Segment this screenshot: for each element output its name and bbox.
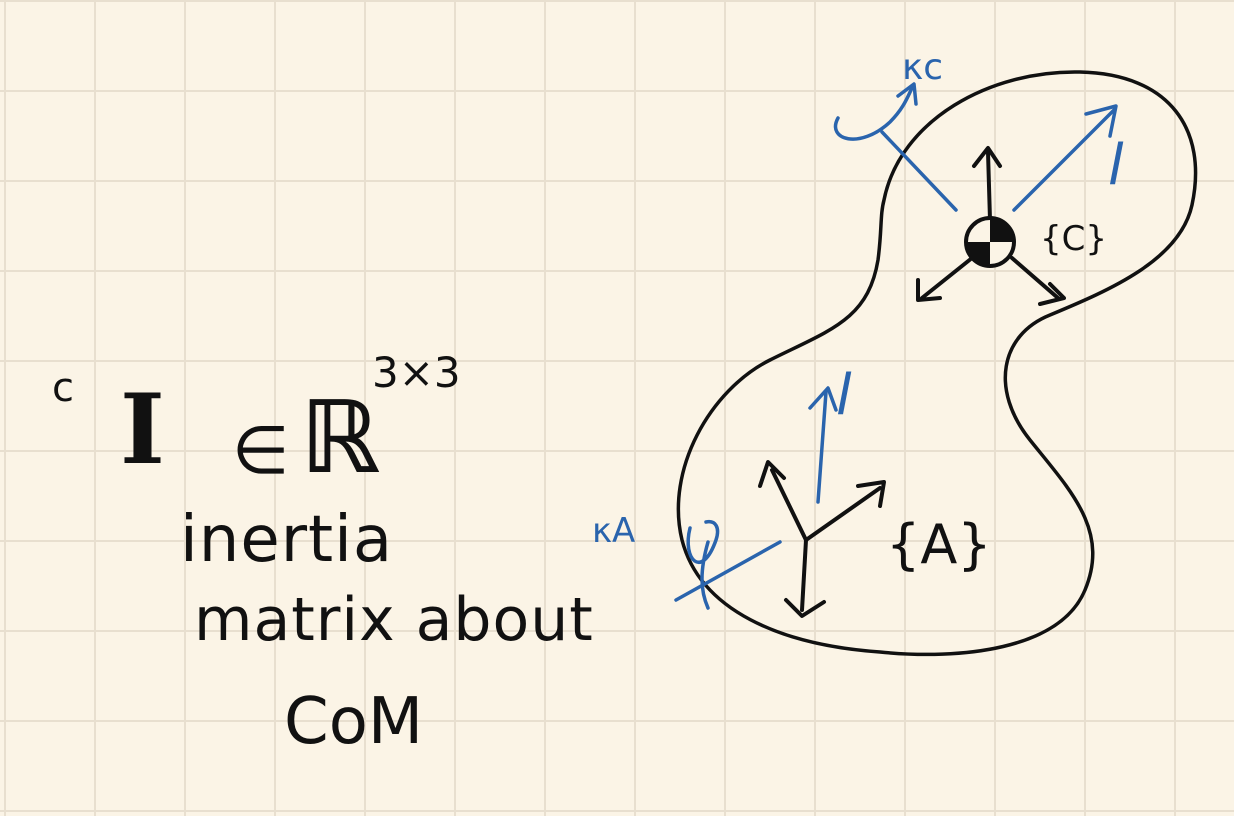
real-numbers-symbol: ℝ [300, 379, 381, 496]
l-bottom-vector [808, 386, 838, 504]
label-frame-c: {C} [1040, 219, 1108, 259]
description-line-1: inertia [180, 503, 394, 577]
matrix-dimension: 3×3 [372, 348, 461, 397]
description-line-2: matrix about [194, 585, 594, 655]
label-kc: κc [902, 47, 944, 88]
ka-axis [674, 519, 782, 610]
rigid-body-outline [676, 70, 1198, 657]
frame-a-axes [758, 460, 886, 618]
label-l-bottom: l [836, 363, 852, 428]
kc-axis [833, 82, 958, 212]
label-ka: κA [592, 511, 636, 551]
l-top-vector [1012, 104, 1118, 212]
label-frame-a: {A} [886, 513, 992, 576]
center-of-mass-icon [964, 216, 1016, 268]
frame-c-axes [916, 146, 1066, 306]
element-of-symbol: ∈ [232, 412, 290, 489]
label-l-top: l [1108, 133, 1124, 198]
formula-superscript-c: c [52, 365, 74, 411]
description-line-3: CoM [284, 685, 424, 759]
inertia-symbol: I [120, 373, 165, 486]
